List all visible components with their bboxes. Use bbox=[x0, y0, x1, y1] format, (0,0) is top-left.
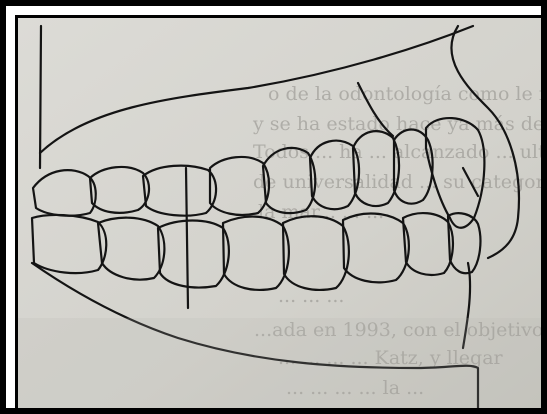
inner-frame: o de la odontología como le más sencilla… bbox=[15, 15, 544, 411]
bleed-line-1: o de la odontología como le más sencilla… bbox=[268, 83, 541, 105]
left-reference-line bbox=[40, 26, 41, 168]
photo: o de la odontología como le más sencilla… bbox=[18, 18, 541, 408]
bleed-line-2: y se ha estado hace ya más de un siglo. bbox=[252, 113, 541, 135]
photo-shadow bbox=[18, 318, 541, 408]
